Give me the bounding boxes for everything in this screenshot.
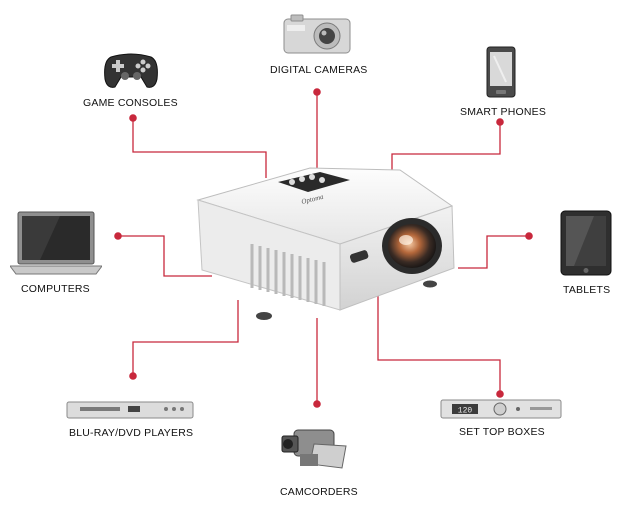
projector-icon: Optoma — [196, 167, 455, 320]
smartphone-icon — [486, 46, 516, 98]
camera-icon — [283, 14, 351, 54]
label-camcorders: CAMCORDERS — [280, 486, 358, 498]
connector-dot-smart-phones — [496, 118, 504, 126]
label-computers: COMPUTERS — [21, 283, 90, 295]
label-tablets: TABLETS — [563, 284, 611, 296]
label-smart-phones: SMART PHONES — [460, 106, 547, 118]
tablet-icon — [560, 210, 612, 276]
label-digital-cameras: DIGITAL CAMERAS — [270, 64, 368, 76]
connector-dot-computers — [114, 232, 122, 240]
set-top-box-display: 120 — [458, 407, 473, 416]
connector-blu-ray — [132, 300, 239, 376]
connector-computers — [118, 235, 212, 277]
connector-game-consoles — [132, 118, 267, 178]
connector-dot-camcorders — [313, 400, 321, 408]
connector-smart-phones — [391, 122, 501, 172]
connector-dot-tablets — [525, 232, 533, 240]
connector-dot-set-top-boxes — [496, 390, 504, 398]
connector-set-top-boxes — [377, 296, 501, 394]
connector-dot-blu-ray — [129, 372, 137, 380]
dvd-player-icon — [66, 401, 194, 419]
connector-dot-game-consoles — [129, 114, 137, 122]
label-blu-ray-dvd-players: BLU-RAY/DVD PLAYERS — [69, 427, 194, 439]
gamepad-icon — [104, 53, 158, 88]
label-set-top-boxes: SET TOP BOXES — [459, 426, 545, 438]
set-top-box-icon: 120 — [440, 399, 562, 419]
label-game-consoles: GAME CONSOLES — [83, 97, 178, 109]
connector-dot-digital-cameras — [313, 88, 321, 96]
connector-tablets — [458, 235, 529, 269]
camcorder-icon — [281, 429, 347, 469]
laptop-icon — [10, 211, 102, 275]
